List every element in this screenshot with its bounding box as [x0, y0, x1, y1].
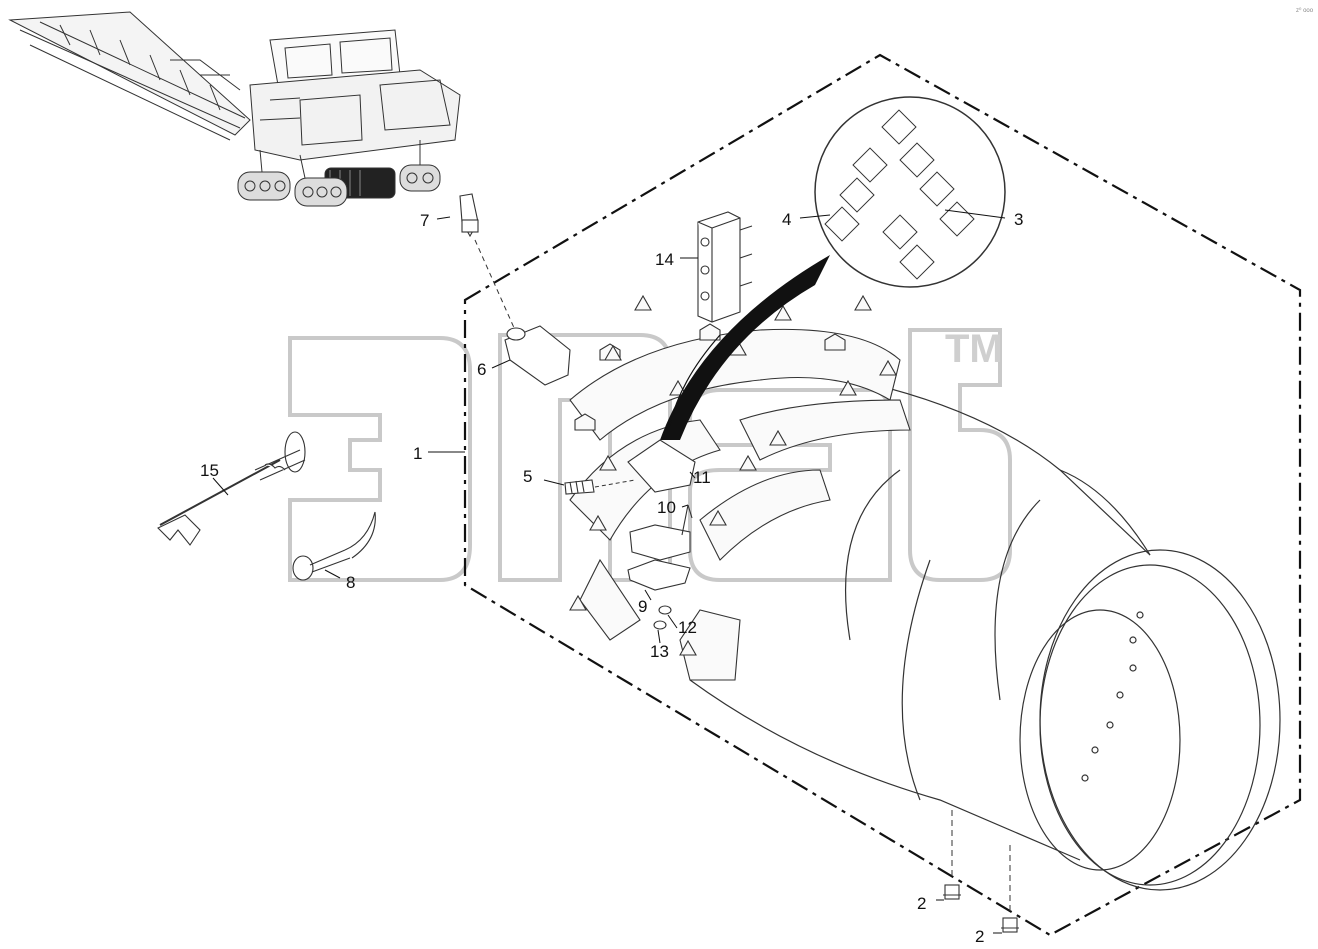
- detail-leader-band: [660, 255, 830, 440]
- part-14-block: [697, 211, 753, 323]
- toolholder-rows: [569, 294, 911, 681]
- callout-6: 6: [477, 360, 486, 379]
- callout-2b: 2: [975, 927, 984, 946]
- callout-14: 14: [655, 250, 674, 269]
- callout-4: 4: [782, 210, 791, 229]
- part-5-bolt: [564, 479, 595, 495]
- callout-2a: 2: [917, 894, 926, 913]
- watermark-tm: TM: [945, 327, 1003, 371]
- part-15-extraction-tool: [157, 431, 306, 546]
- callout-10: 10: [657, 498, 676, 517]
- milling-machine-illustration: [8, 11, 461, 207]
- part-7-pick: [459, 193, 479, 238]
- assembly-boundary: [463, 53, 1302, 937]
- callout-13: 13: [650, 642, 669, 661]
- callout-9: 9: [638, 597, 647, 616]
- callout-labels: 1 2 2 3 4 5 6 7 8 9 10 11 12 13 14 15: [200, 210, 1023, 946]
- leader-lines: [212, 209, 1006, 934]
- part-8-tool: [292, 511, 376, 581]
- detail-circle: [814, 96, 1006, 288]
- callout-15: 15: [200, 461, 219, 480]
- callout-11: 11: [693, 468, 711, 487]
- wedge-assembly: [627, 439, 696, 630]
- callout-7: 7: [420, 211, 429, 230]
- callout-5: 5: [523, 467, 532, 486]
- corner-mark: z⁰ ooo: [1296, 7, 1314, 14]
- callout-12: 12: [678, 618, 697, 637]
- part-2-bolts: [943, 884, 1019, 933]
- callout-8: 8: [346, 573, 355, 592]
- callout-1: 1: [413, 444, 422, 463]
- callout-3: 3: [1014, 210, 1023, 229]
